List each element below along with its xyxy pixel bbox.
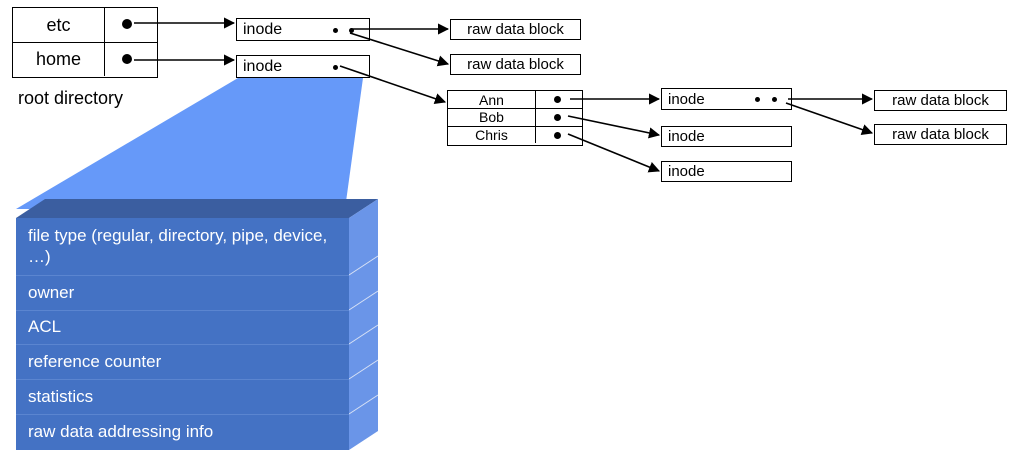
table-row[interactable]: etc bbox=[13, 8, 157, 42]
inode-box-ann[interactable]: inode bbox=[661, 88, 792, 110]
inode-box-bob[interactable]: inode bbox=[661, 126, 792, 147]
inode-label: inode bbox=[668, 90, 705, 108]
inode-field-raw-data-addressing-info: raw data addressing info bbox=[16, 414, 349, 450]
pointer-dot-icon bbox=[122, 54, 132, 64]
pointer-dot-icon bbox=[349, 28, 354, 33]
home-entry-pointer-ann[interactable] bbox=[536, 91, 582, 108]
inode-box-etc[interactable]: inode bbox=[236, 18, 370, 41]
raw-data-block-label: raw data block bbox=[467, 56, 564, 73]
table-row[interactable]: home bbox=[13, 42, 157, 76]
inode-structure-block: file type (regular, directory, pipe, dev… bbox=[16, 199, 379, 451]
pointer-dot-icon bbox=[554, 114, 561, 122]
inode-field-label: reference counter bbox=[28, 351, 162, 371]
raw-data-block-4[interactable]: raw data block bbox=[874, 124, 1007, 145]
table-row[interactable]: Ann bbox=[448, 91, 582, 109]
home-entry-pointer-chris[interactable] bbox=[536, 127, 582, 143]
inode-field-label: owner bbox=[28, 282, 75, 302]
raw-data-block-2[interactable]: raw data block bbox=[450, 54, 581, 75]
raw-data-block-1[interactable]: raw data block bbox=[450, 19, 581, 40]
root-entry-name-home: home bbox=[13, 43, 105, 76]
home-entry-name-bob: Bob bbox=[448, 109, 536, 126]
inode-field-label: statistics bbox=[28, 386, 94, 406]
home-entry-pointer-bob[interactable] bbox=[536, 109, 582, 125]
inode-box-home[interactable]: inode bbox=[236, 55, 370, 78]
block-side-dividers bbox=[348, 255, 379, 415]
raw-data-block-label: raw data block bbox=[467, 21, 564, 38]
root-entry-name-etc: etc bbox=[13, 8, 105, 42]
inode-field-acl: ACL bbox=[16, 310, 349, 344]
pointer-dot-icon bbox=[554, 96, 561, 103]
pointer-dot-icon bbox=[755, 97, 760, 102]
inode-field-reference-counter: reference counter bbox=[16, 344, 349, 379]
inode-label: inode bbox=[668, 128, 705, 145]
pointer-dot-icon bbox=[333, 65, 338, 70]
inode-field-owner: owner bbox=[16, 275, 349, 310]
inode-field-label: raw data addressing info bbox=[28, 422, 214, 442]
root-entry-pointer-home[interactable] bbox=[105, 43, 157, 76]
inode-label: inode bbox=[243, 57, 283, 75]
root-directory-caption: root directory bbox=[18, 88, 124, 108]
table-row[interactable]: Bob bbox=[448, 108, 582, 126]
inode-field-file-type: file type (regular, directory, pipe, dev… bbox=[16, 218, 349, 275]
root-entry-pointer-etc[interactable] bbox=[105, 8, 157, 42]
inode-box-chris[interactable]: inode bbox=[661, 161, 792, 182]
pointer-dot-icon bbox=[122, 19, 132, 29]
root-directory-table: etc home bbox=[12, 7, 158, 78]
home-entry-name-ann: Ann bbox=[448, 91, 536, 109]
inode-label: inode bbox=[668, 163, 705, 180]
raw-data-block-label: raw data block bbox=[892, 126, 989, 143]
block-right-face bbox=[349, 199, 378, 450]
inode-field-label: ACL bbox=[28, 317, 62, 337]
table-row[interactable]: Chris bbox=[448, 125, 582, 143]
block-top-face bbox=[16, 199, 378, 218]
inode-field-label: file type (regular, directory, pipe, dev… bbox=[28, 226, 328, 266]
raw-data-block-3[interactable]: raw data block bbox=[874, 90, 1007, 111]
raw-data-block-label: raw data block bbox=[892, 92, 989, 109]
home-entry-name-chris: Chris bbox=[448, 126, 536, 143]
pointer-dot-icon bbox=[554, 131, 561, 139]
inode-field-statistics: statistics bbox=[16, 379, 349, 414]
arrow-inode-ann-to-rdb4 bbox=[785, 102, 874, 135]
pointer-dot-icon bbox=[333, 28, 338, 33]
home-directory-table: Ann Bob Chris bbox=[447, 90, 583, 146]
inode-label: inode bbox=[243, 20, 283, 38]
pointer-dot-icon bbox=[772, 97, 777, 102]
